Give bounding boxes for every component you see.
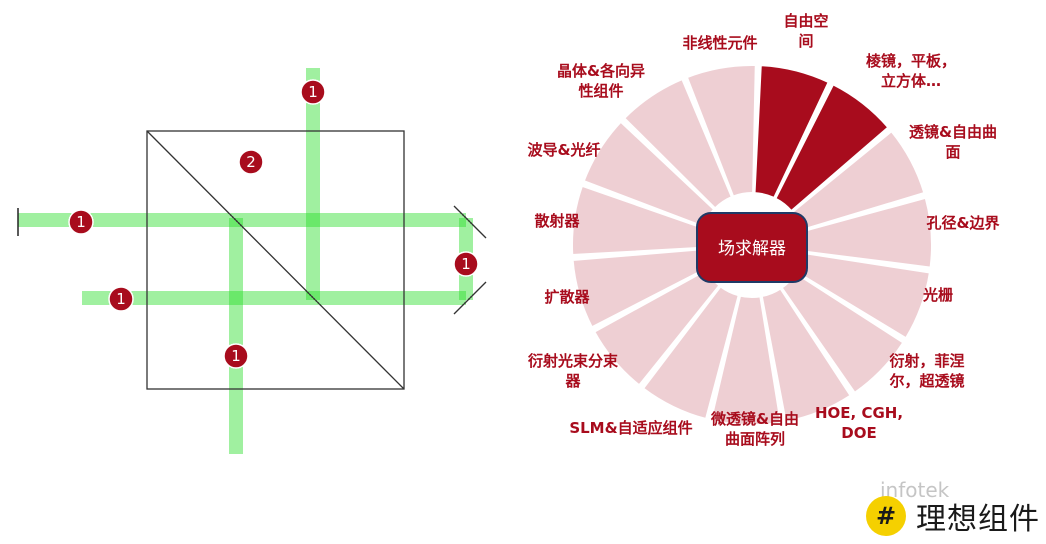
segment-label: 光栅	[922, 286, 953, 304]
wheel-segment	[641, 285, 740, 421]
marker-number: 2	[246, 153, 256, 171]
wheel-segment	[753, 64, 830, 200]
marker-badge: 1	[108, 286, 134, 312]
wheel-segment	[774, 82, 890, 213]
brand-badge: # 理想组件	[866, 494, 1040, 538]
segment-label: 衍射光束分束器	[527, 352, 619, 390]
segment-label: 非线性元件	[682, 34, 757, 52]
beam-bottom-vertical	[229, 218, 243, 454]
segment-label: 棱镜，平板，立方体…	[866, 52, 956, 90]
beam-splitter-cube	[146, 130, 405, 390]
segment-label: HOE, CGH,DOE	[815, 404, 903, 442]
wheel-segment	[622, 77, 734, 210]
beam-top-vertical	[306, 68, 320, 300]
splitter-diagonal	[146, 130, 405, 390]
segment-label: 晶体&各向异性组件	[557, 62, 645, 100]
marker-number: 1	[116, 290, 126, 308]
marker-badge: 1	[68, 209, 94, 235]
hash-icon: #	[866, 496, 906, 536]
segment-label: 透镜&自由曲面	[909, 123, 997, 161]
segment-label: 扩散器	[544, 288, 590, 306]
segment-label: 微透镜&自由曲面阵列	[710, 410, 799, 448]
marker-number: 1	[76, 213, 86, 231]
marker-badge: 1	[223, 343, 249, 369]
wheel-segment	[685, 64, 757, 198]
marker-number: 1	[231, 347, 241, 365]
segment-label: 孔径&边界	[926, 214, 999, 232]
field-solver-label: 场求解器	[718, 239, 786, 259]
marker-badge: 1	[453, 251, 479, 277]
field-solver-box: 场求解器	[696, 212, 808, 283]
beam-lower-horizontal	[82, 291, 466, 305]
segment-label: 波导&光纤	[527, 141, 600, 159]
segment-label: 散射器	[534, 212, 580, 230]
marker-number: 1	[308, 83, 318, 101]
mirror-lower	[453, 281, 487, 315]
wheel-segment	[760, 287, 852, 423]
marker-badge: 2	[238, 149, 264, 175]
brand-title: 理想组件	[916, 502, 1040, 537]
wheel-segment	[709, 294, 782, 426]
segment-label: 自由空间	[783, 12, 828, 50]
segment-label: 衍射，菲涅尔，超透镜	[888, 352, 964, 390]
marker-number: 1	[461, 255, 471, 273]
segment-label: SLM&自适应组件	[569, 419, 692, 437]
mirror-upper	[453, 205, 487, 239]
marker-badge: 1	[300, 79, 326, 105]
beam-splitter-diagram: 1 1 1 1 1 2	[17, 68, 487, 454]
